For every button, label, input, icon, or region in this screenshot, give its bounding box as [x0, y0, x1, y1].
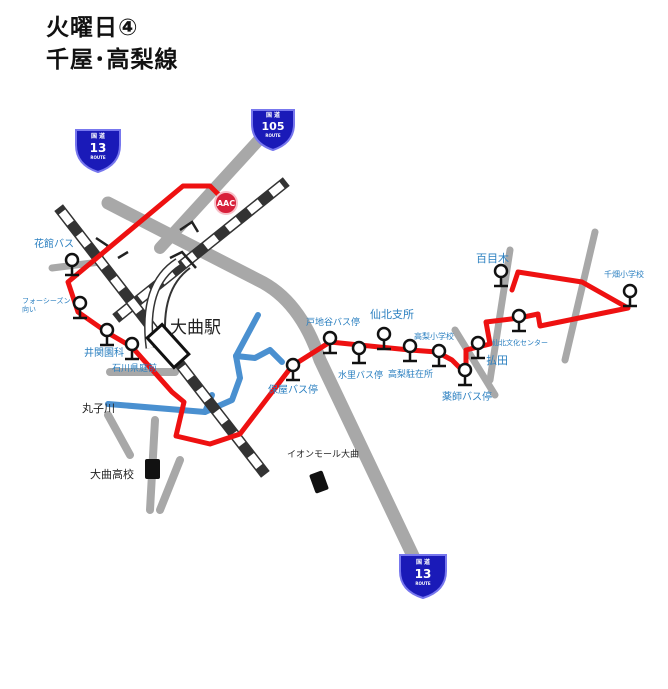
river-label: 丸子川 — [82, 402, 115, 415]
bus-stop-icon — [493, 263, 509, 288]
route-shield-105-bottom: ROUTE — [265, 133, 280, 138]
road-south-b — [156, 456, 184, 514]
route-shield-13-south-bottom: ROUTE — [415, 581, 430, 586]
bus-stop-icon — [99, 322, 115, 347]
map-title-line2: 千屋･高梨線 — [46, 47, 179, 73]
road-sw — [104, 411, 134, 459]
stop-label: 高梨駐在所 — [388, 368, 433, 380]
stop-label: 払田 — [486, 353, 508, 367]
bus-stop-icon — [470, 335, 486, 360]
station-label: 大曲駅 — [170, 318, 221, 338]
stop-label: 保屋バス停 — [268, 383, 318, 396]
bus-route-line — [65, 183, 631, 447]
bus-stop-icon — [511, 308, 527, 333]
bus-stop-icon — [124, 336, 140, 361]
school-marker — [145, 459, 160, 479]
map-title-line1: 火曜日④ — [46, 15, 139, 41]
stop-label: 仙北文化センター — [492, 338, 548, 347]
bus-stop-icon — [402, 338, 418, 363]
bus-stop-icon — [622, 283, 638, 308]
stop-label: 井関園科 — [84, 346, 124, 359]
bus-stop-icon — [64, 252, 80, 277]
route-shield-13-north-number: 13 — [90, 141, 107, 155]
road-ne-b — [561, 228, 599, 364]
route-shield-13-north-top: 国 道 — [91, 132, 105, 140]
stop-label: 水里バス停 — [338, 369, 383, 381]
aac-label: AAC — [217, 199, 235, 208]
bus-stop-icon — [431, 343, 447, 368]
route-shield-105-number: 105 — [262, 120, 285, 133]
bus-stop-icon — [285, 357, 301, 382]
bus-stops — [64, 252, 638, 387]
stop-label: 百目木 — [476, 252, 509, 265]
stop-label: 高梨小学校 — [414, 331, 454, 341]
route-shield-105: 国 道 105 ROUTE — [251, 109, 295, 152]
bus-stop-icon — [376, 326, 392, 351]
stop-label: 千畑小学校 — [604, 269, 644, 279]
route-shield-13-south: 国 道 13 ROUTE — [399, 554, 447, 600]
route-shield-13-south-top: 国 道 — [416, 558, 430, 566]
route-shield-105-top: 国 道 — [266, 111, 280, 119]
bus-stop-icon — [457, 362, 473, 387]
road-route-13 — [101, 196, 422, 567]
stop-label: 仙北支所 — [370, 308, 414, 321]
station-building — [145, 322, 191, 370]
stop-label: 花館バス — [34, 237, 74, 250]
route-shield-13-south-number: 13 — [415, 567, 432, 581]
school-label: 大曲高校 — [90, 467, 134, 481]
stop-label: 戸地谷バス停 — [306, 316, 360, 328]
aac-marker: AAC — [214, 191, 238, 215]
road-east — [451, 326, 499, 399]
route-shield-13-north: 国 道 13 ROUTE — [75, 129, 121, 174]
route-shield-13-north-bottom: ROUTE — [90, 155, 105, 160]
stop-label: 石川県庭前 — [112, 362, 157, 374]
bus-stop-icon — [351, 340, 367, 365]
stop-label: フォーシーズン向い — [22, 296, 71, 313]
mall-label: イオンモール大曲 — [287, 448, 359, 460]
stop-label: 薬師バス停 — [442, 390, 492, 403]
bus-stop-icon — [322, 330, 338, 355]
mall-marker — [309, 470, 329, 494]
bus-stop-icon — [72, 295, 88, 320]
